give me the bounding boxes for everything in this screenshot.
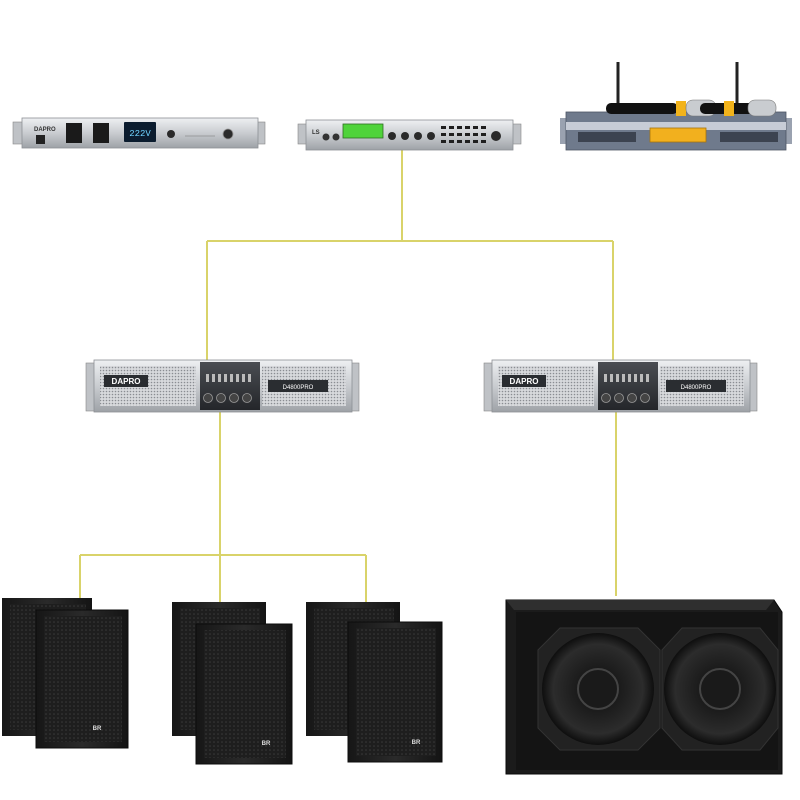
amp-left-model: D4800PRO [283,385,314,391]
qr-code [36,135,45,144]
speaker-pair-2: BR [172,602,293,765]
amp-right-brand: DAPRO [510,377,539,386]
speaker-pair-3: BR [306,602,443,763]
amp-right-model: D4800PRO [681,385,712,391]
wireless-microphone-receiver [560,62,792,151]
speaker-badge: BR [262,741,271,747]
voltage-display [124,122,156,142]
cables [79,148,617,606]
power-sequencer-brand: DAPRO [34,127,56,133]
subwoofer [505,599,783,775]
speaker-badge: BR [93,726,102,732]
microphone-icon [606,99,717,117]
amp-left-control-panel [200,362,260,410]
speaker-pair-1: BR [2,598,129,749]
processor-lcd [342,123,384,139]
speaker-badge: BR [412,740,421,746]
audio-processor: LS [297,119,522,151]
processor-brand: LS [312,130,320,136]
amplifier-left: DAPRO D4800PRO [85,359,360,413]
microphone-icon [700,99,777,117]
power-sequencer: DAPRO 222V [12,117,266,149]
receiver-display [649,127,707,143]
power-outlet [93,123,109,143]
amp-right-control-panel [598,362,658,410]
power-knob [167,130,175,138]
amplifier-right: DAPRO D4800PRO [483,359,758,413]
voltage-display-text: 222V [129,129,151,139]
amp-left-brand: DAPRO [112,377,141,386]
power-outlet [66,123,82,143]
power-switch [222,128,234,140]
